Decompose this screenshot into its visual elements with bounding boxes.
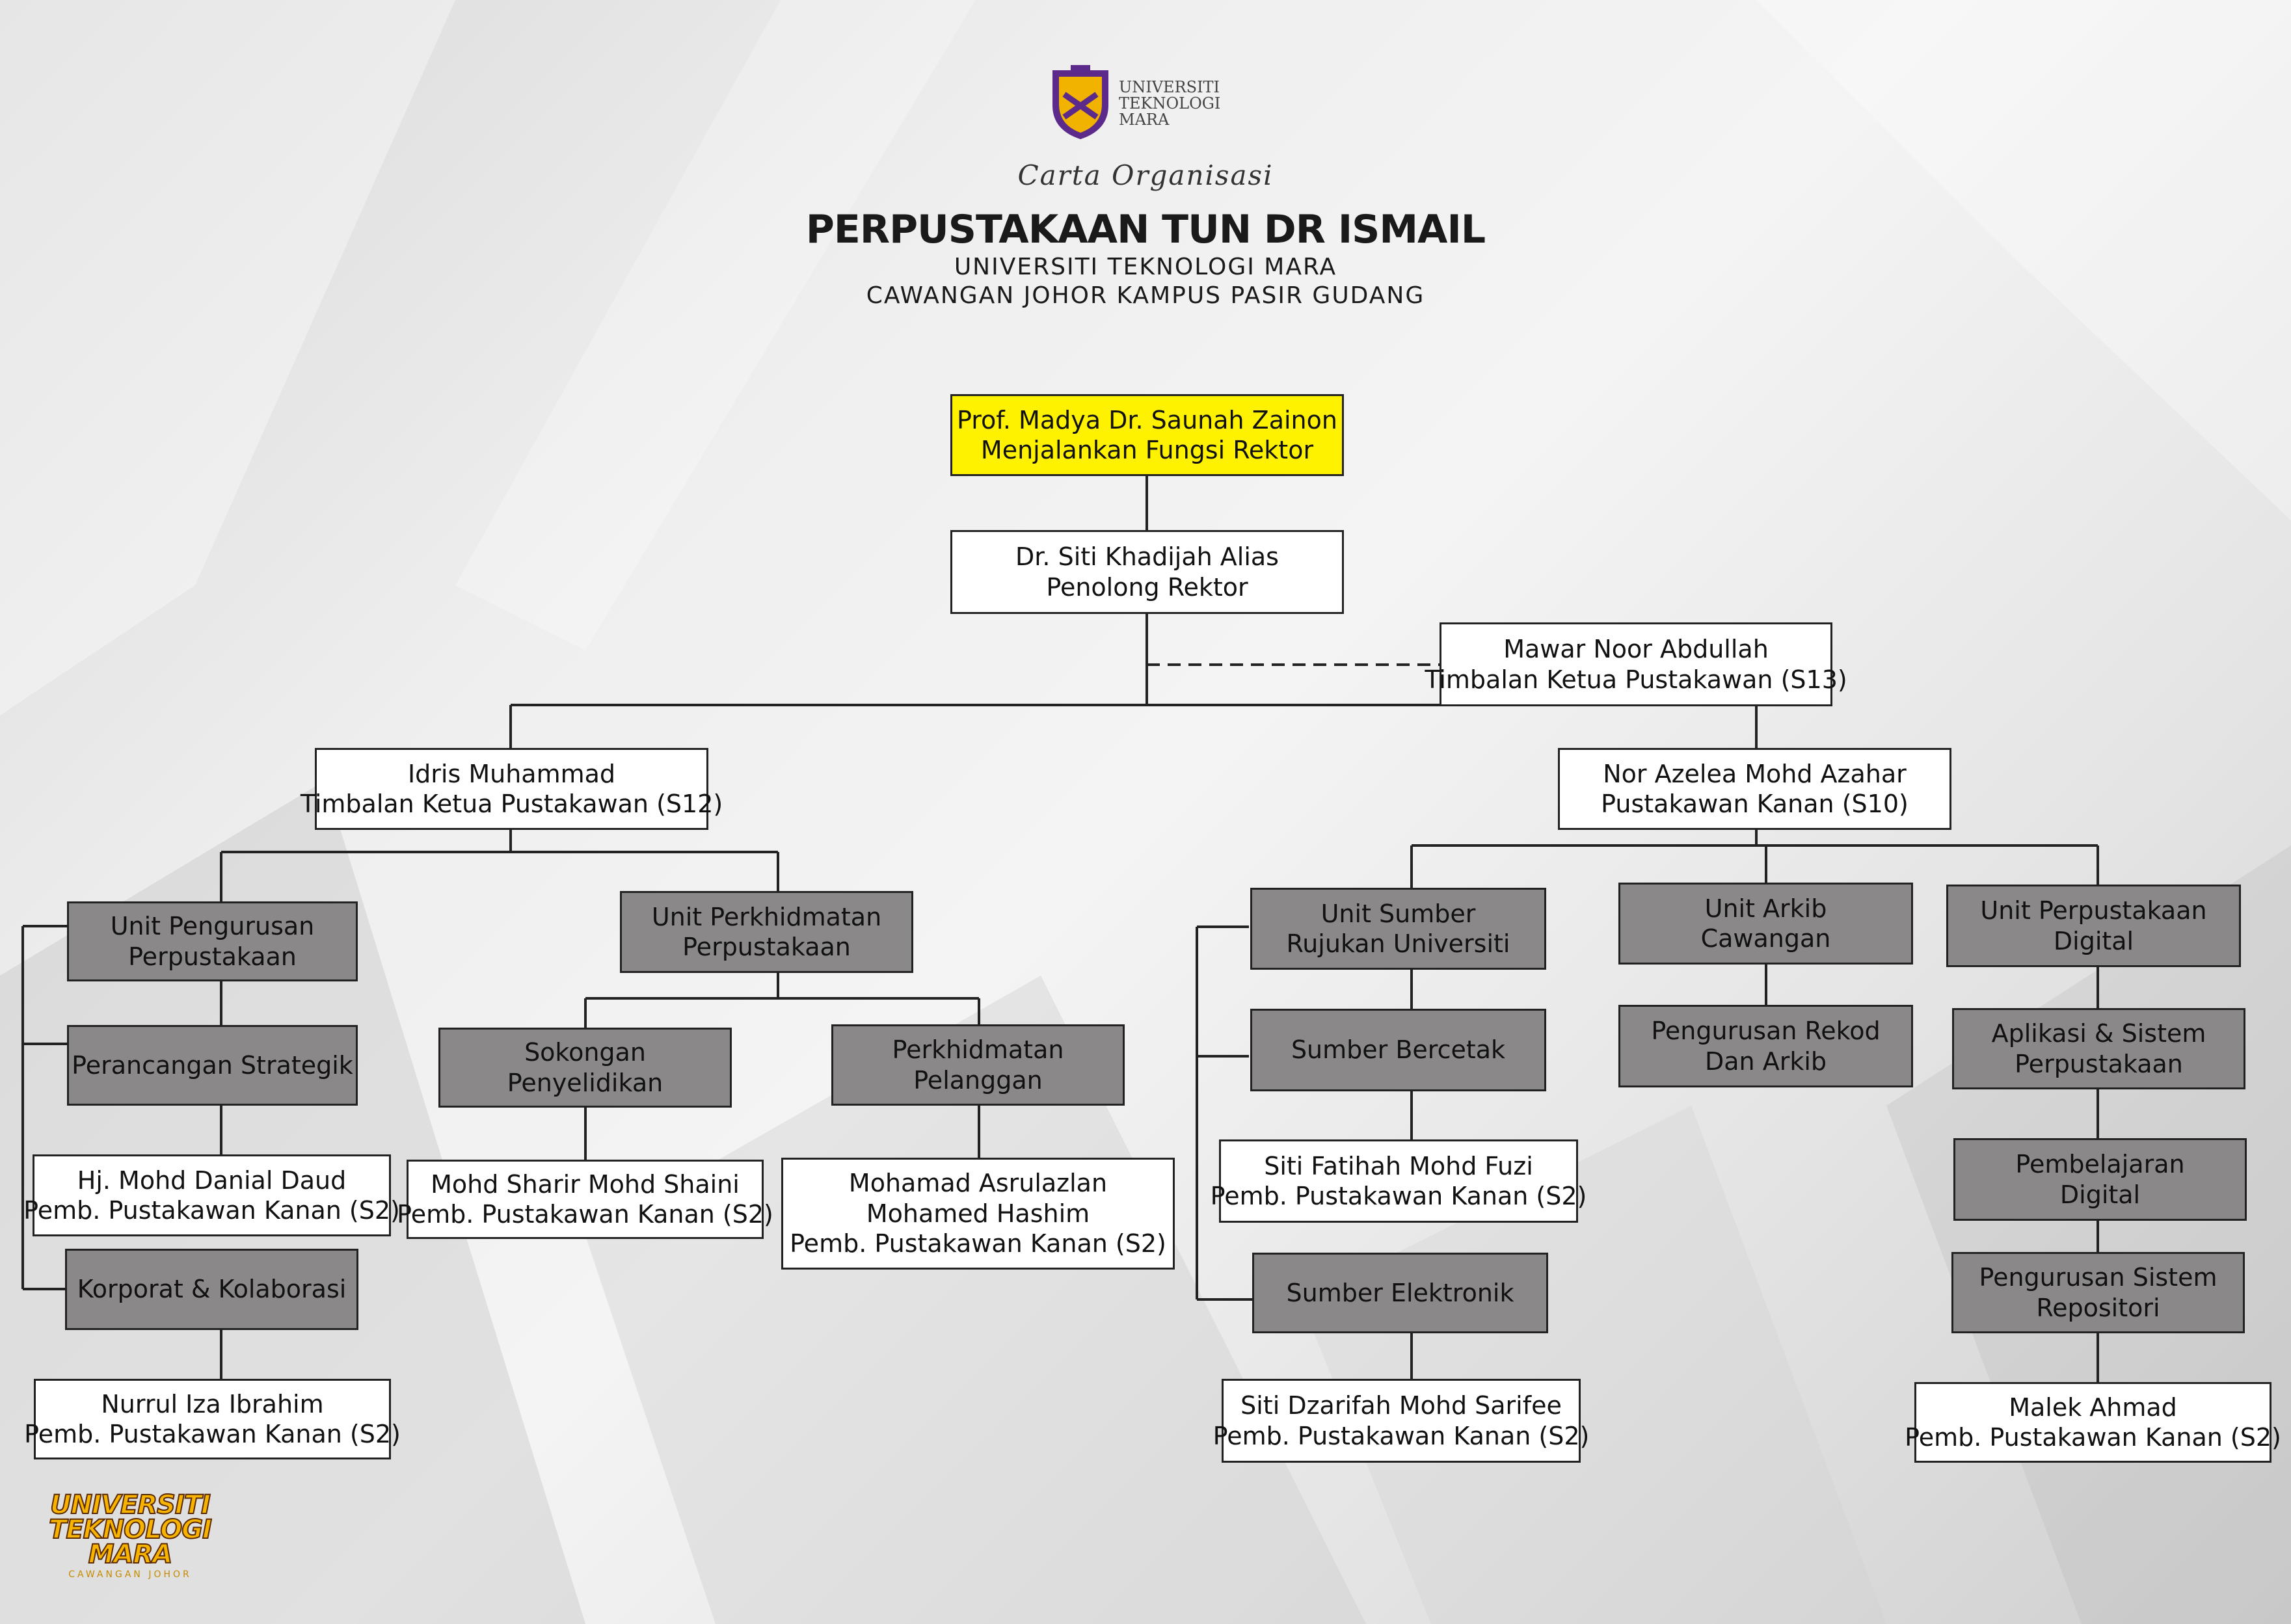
node-penolong-rektor: Dr. Siti Khadijah Alias Penolong Rektor bbox=[950, 530, 1344, 614]
node-bercetak-label: Sumber Bercetak bbox=[1291, 1035, 1506, 1065]
node-pembelajaran-digital: Pembelajaran Digital bbox=[1953, 1138, 2247, 1221]
node-azelea: Nor Azelea Mohd Azahar Pustakawan Kanan … bbox=[1558, 748, 1951, 830]
node-pembelajaran-line1: Pembelajaran bbox=[2015, 1150, 2185, 1179]
node-aplikasi-line2: Perpustakaan bbox=[2015, 1049, 2183, 1078]
node-mawar-name: Mawar Noor Abdullah bbox=[1503, 635, 1769, 664]
node-rekod-line1: Pengurusan Rekod bbox=[1651, 1017, 1881, 1046]
node-sharir: Mohd Sharir Mohd Shaini Pemb. Pustakawan… bbox=[397, 1160, 773, 1239]
node-unit-perkhidmatan-line2: Perpustakaan bbox=[682, 933, 851, 961]
node-asrulazlan-role: Pemb. Pustakawan Kanan (S2) bbox=[790, 1229, 1166, 1258]
node-pengurusan-rekod: Pengurusan Rekod Dan Arkib bbox=[1618, 1005, 1913, 1087]
node-sokongan-line1: Sokongan bbox=[524, 1038, 646, 1067]
node-pelanggan-line1: Perkhidmatan bbox=[892, 1035, 1064, 1065]
node-unit-arkib-line1: Unit Arkib bbox=[1704, 894, 1827, 923]
node-sokongan-penyelidikan: Sokongan Penyelidikan bbox=[438, 1028, 732, 1108]
node-rekod-line2: Dan Arkib bbox=[1704, 1046, 1827, 1076]
node-elektronik-label: Sumber Elektronik bbox=[1286, 1278, 1514, 1307]
node-unit-sumber: Unit Sumber Rujukan Universiti bbox=[1250, 888, 1546, 970]
node-korporat-label: Korporat & Kolaborasi bbox=[77, 1275, 347, 1304]
logo-line-3: MARA bbox=[1119, 111, 1170, 129]
node-rektor: Prof. Madya Dr. Saunah Zainon Menjalanka… bbox=[950, 394, 1344, 476]
node-asrulazlan-name1: Mohamad Asrulazlan bbox=[848, 1169, 1108, 1198]
node-fatihah-name: Siti Fatihah Mohd Fuzi bbox=[1264, 1151, 1533, 1180]
node-perancangan-label: Perancangan Strategik bbox=[72, 1050, 353, 1080]
logo-line-2: TEKNOLOGI bbox=[1119, 94, 1221, 113]
node-repositori-line2: Repositori bbox=[2036, 1293, 2160, 1322]
node-unit-sumber-line2: Rujukan Universiti bbox=[1286, 929, 1510, 958]
node-pengurusan-repositori: Pengurusan Sistem Repositori bbox=[1951, 1252, 2245, 1333]
node-unit-pengurusan-line2: Perpustakaan bbox=[128, 942, 297, 971]
node-nurrul-role: Pemb. Pustakawan Kanan (S2) bbox=[24, 1420, 401, 1448]
node-aplikasi-line1: Aplikasi & Sistem bbox=[1991, 1019, 2206, 1048]
node-unit-arkib: Unit Arkib Cawangan bbox=[1618, 883, 1913, 965]
node-pembelajaran-line2: Digital bbox=[2059, 1180, 2141, 1209]
node-penolong-name: Dr. Siti Khadijah Alias bbox=[1015, 542, 1279, 572]
node-unit-digital: Unit Perpustakaan Digital bbox=[1946, 885, 2241, 967]
node-sokongan-line2: Penyelidikan bbox=[507, 1068, 663, 1097]
node-fatihah-role: Pemb. Pustakawan Kanan (S2) bbox=[1210, 1182, 1587, 1210]
node-idris-role: Timbalan Ketua Pustakawan (S12) bbox=[300, 790, 723, 818]
node-unit-pengurusan-line1: Unit Pengurusan bbox=[110, 912, 315, 941]
node-danial: Hj. Mohd Danial Daud Pemb. Pustakawan Ka… bbox=[23, 1154, 400, 1236]
node-unit-perkhidmatan: Unit Perkhidmatan Perpustakaan bbox=[620, 891, 913, 973]
node-azelea-name: Nor Azelea Mohd Azahar bbox=[1603, 759, 1907, 788]
node-mawar: Mawar Noor Abdullah Timbalan Ketua Pusta… bbox=[1425, 622, 1847, 706]
node-perancangan-strategik: Perancangan Strategik bbox=[67, 1025, 358, 1106]
node-perkhidmatan-pelanggan: Perkhidmatan Pelanggan bbox=[831, 1024, 1125, 1106]
node-malek-role: Pemb. Pustakawan Kanan (S2) bbox=[1905, 1423, 2281, 1452]
subtitle-university: UNIVERSITI TEKNOLOGI MARA bbox=[954, 254, 1337, 280]
footer-logo-line-2: TEKNOLOGI bbox=[48, 1515, 213, 1545]
node-unit-sumber-line1: Unit Sumber bbox=[1320, 899, 1476, 928]
node-nurrul: Nurrul Iza Ibrahim Pemb. Pustakawan Kana… bbox=[24, 1379, 401, 1459]
node-sumber-elektronik: Sumber Elektronik bbox=[1252, 1253, 1548, 1333]
logo-line-1: UNIVERSITI bbox=[1119, 78, 1220, 96]
script-title: Carta Organisasi bbox=[1017, 159, 1274, 191]
node-unit-digital-line2: Digital bbox=[2053, 926, 2134, 955]
node-malek-name: Malek Ahmad bbox=[2009, 1392, 2177, 1422]
node-repositori-line1: Pengurusan Sistem bbox=[1979, 1263, 2217, 1292]
node-malek: Malek Ahmad Pemb. Pustakawan Kanan (S2) bbox=[1905, 1382, 2281, 1463]
node-azelea-role: Pustakawan Kanan (S10) bbox=[1601, 790, 1909, 818]
page-title: PERPUSTAKAAN TUN DR ISMAIL bbox=[805, 207, 1486, 252]
logo-wordmark: UNIVERSITI TEKNOLOGI MARA bbox=[1119, 79, 1220, 129]
node-fatihah: Siti Fatihah Mohd Fuzi Pemb. Pustakawan … bbox=[1211, 1139, 1587, 1223]
node-unit-digital-line1: Unit Perpustakaan bbox=[1980, 896, 2207, 925]
node-danial-role: Pemb. Pustakawan Kanan (S2) bbox=[23, 1196, 400, 1225]
node-idris-name: Idris Muhammad bbox=[407, 759, 616, 788]
footer-uitm-logo: UNIVERSITI TEKNOLOGI MARA CAWANGAN JOHOR bbox=[46, 1490, 215, 1580]
node-asrulazlan-name2: Mohamed Hashim bbox=[866, 1199, 1090, 1228]
node-mawar-role: Timbalan Ketua Pustakawan (S13) bbox=[1425, 665, 1847, 694]
node-idris: Idris Muhammad Timbalan Ketua Pustakawan… bbox=[301, 748, 723, 830]
node-penolong-role: Penolong Rektor bbox=[1046, 572, 1248, 602]
node-rektor-name: Prof. Madya Dr. Saunah Zainon bbox=[957, 405, 1337, 434]
node-aplikasi-sistem: Aplikasi & Sistem Perpustakaan bbox=[1952, 1008, 2245, 1089]
node-pelanggan-line2: Pelanggan bbox=[913, 1065, 1043, 1095]
node-dzarifah: Siti Dzarifah Mohd Sarifee Pemb. Pustaka… bbox=[1213, 1379, 1589, 1463]
node-rektor-role: Menjalankan Fungsi Rektor bbox=[980, 436, 1314, 464]
node-danial-name: Hj. Mohd Danial Daud bbox=[77, 1165, 347, 1195]
footer-logo-sub: CAWANGAN JOHOR bbox=[68, 1569, 192, 1580]
node-unit-perkhidmatan-line1: Unit Perkhidmatan bbox=[651, 902, 882, 931]
node-dzarifah-role: Pemb. Pustakawan Kanan (S2) bbox=[1212, 1421, 1590, 1450]
node-unit-arkib-line2: Cawangan bbox=[1700, 924, 1831, 953]
node-unit-pengurusan: Unit Pengurusan Perpustakaan bbox=[67, 901, 358, 981]
node-sharir-name: Mohd Sharir Mohd Shaini bbox=[431, 1169, 740, 1199]
uitm-logo-icon bbox=[1052, 65, 1108, 139]
node-dzarifah-name: Siti Dzarifah Mohd Sarifee bbox=[1240, 1391, 1562, 1420]
footer-logo-line-3: MARA bbox=[88, 1539, 174, 1569]
node-sumber-bercetak: Sumber Bercetak bbox=[1250, 1009, 1546, 1091]
node-nurrul-name: Nurrul Iza Ibrahim bbox=[101, 1389, 324, 1418]
node-korporat-kolaborasi: Korporat & Kolaborasi bbox=[65, 1249, 358, 1330]
footer-logo-line-1: UNIVERSITI bbox=[49, 1490, 211, 1520]
node-asrulazlan: Mohamad Asrulazlan Mohamed Hashim Pemb. … bbox=[781, 1158, 1175, 1270]
subtitle-campus: CAWANGAN JOHOR KAMPUS PASIR GUDANG bbox=[866, 282, 1425, 309]
node-sharir-role: Pemb. Pustakawan Kanan (S2) bbox=[397, 1200, 773, 1229]
